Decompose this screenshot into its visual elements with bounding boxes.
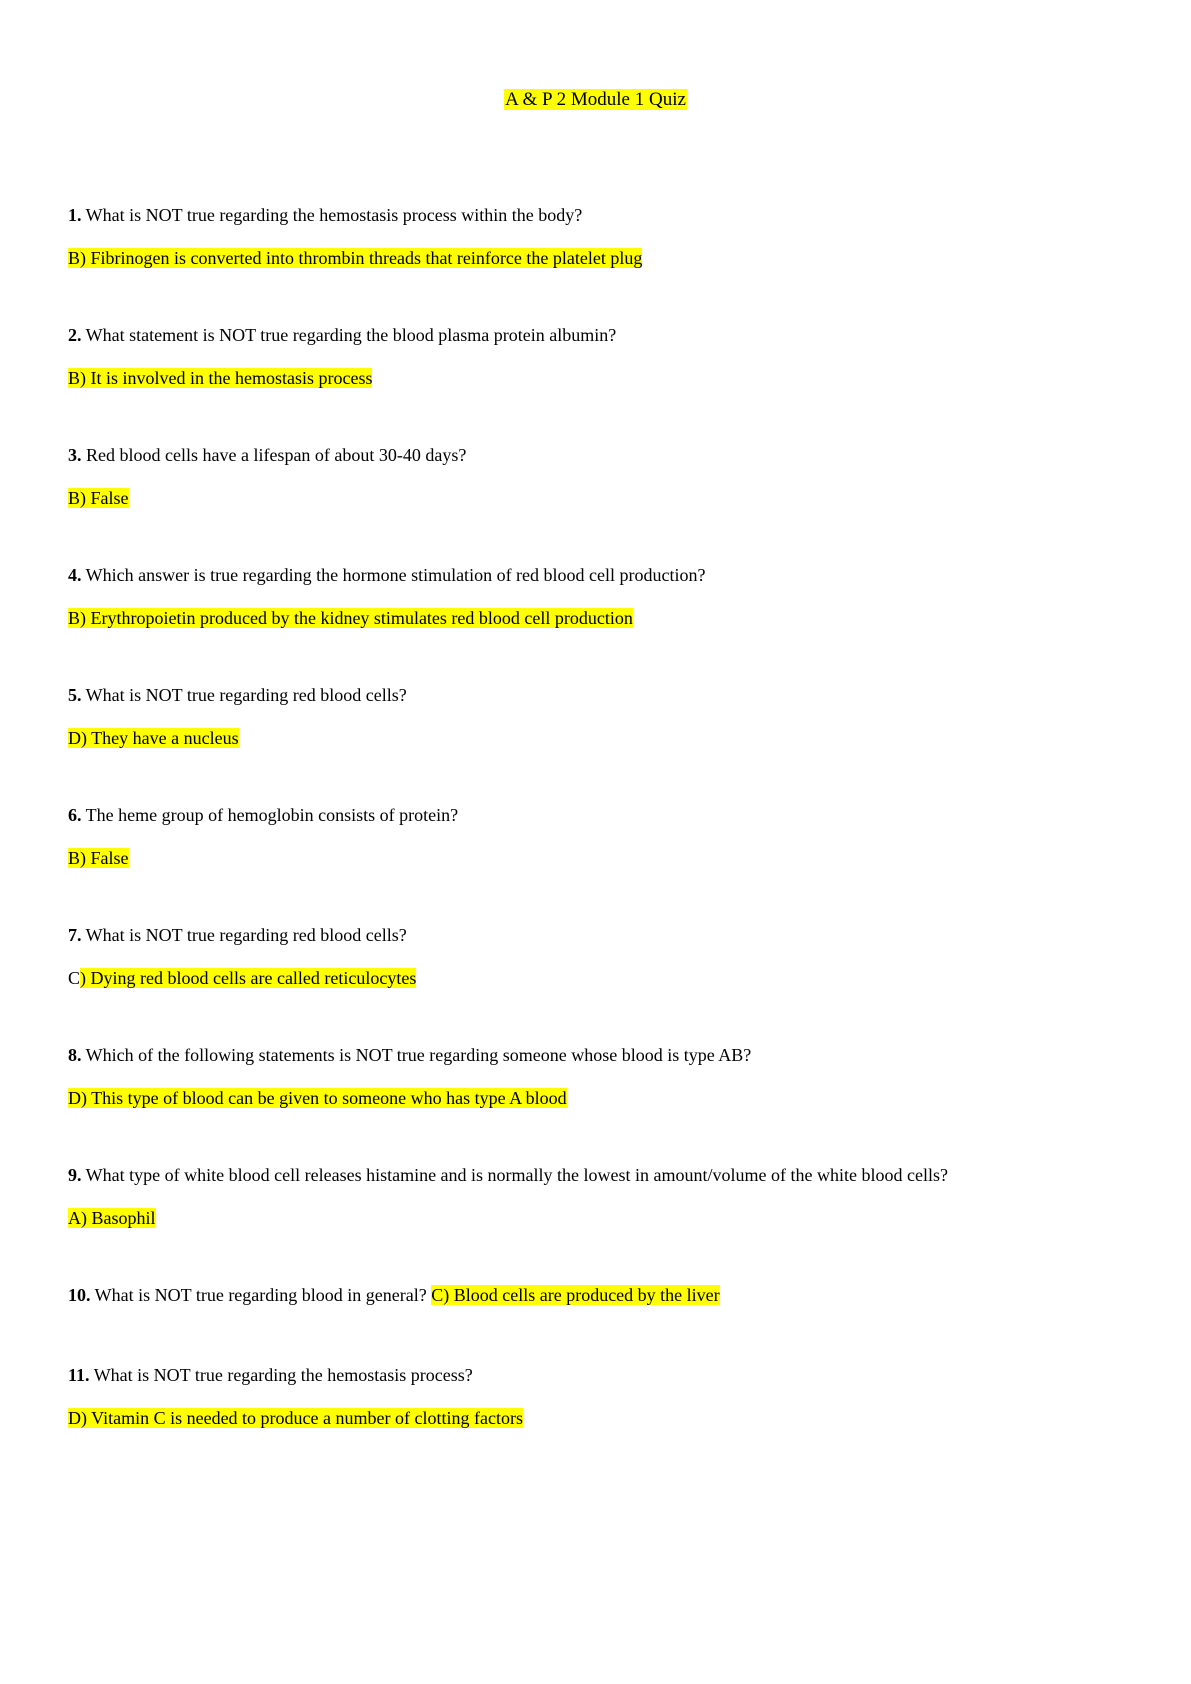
question-text: 6. The heme group of hemoglobin consists… bbox=[68, 803, 1128, 827]
question-2: 2. What statement is NOT true regarding … bbox=[68, 323, 1128, 390]
question-prompt: What is NOT true regarding the hemostasi… bbox=[81, 205, 583, 225]
answer-highlight: C) Blood cells are produced by the liver bbox=[431, 1285, 720, 1305]
question-text: 8. Which of the following statements is … bbox=[68, 1043, 1128, 1067]
question-text: 9. What type of white blood cell release… bbox=[68, 1163, 1128, 1187]
question-prompt: What type of white blood cell releases h… bbox=[81, 1165, 948, 1185]
answer-line: D) They have a nucleus bbox=[68, 726, 1128, 750]
question-number: 1. bbox=[68, 205, 82, 225]
question-1: 1. What is NOT true regarding the hemost… bbox=[68, 203, 1128, 270]
question-prompt: What statement is NOT true regarding the… bbox=[81, 325, 617, 345]
answer-line: D) This type of blood can be given to so… bbox=[68, 1086, 1128, 1110]
question-number: 11. bbox=[68, 1365, 90, 1385]
question-text: 11. What is NOT true regarding the hemos… bbox=[68, 1363, 1128, 1387]
answer-line: B) Erythropoietin produced by the kidney… bbox=[68, 606, 1128, 630]
question-prompt: The heme group of hemoglobin consists of… bbox=[81, 805, 459, 825]
answer-line: B) False bbox=[68, 846, 1128, 870]
answer-highlight: B) Erythropoietin produced by the kidney… bbox=[68, 608, 633, 628]
answer-highlight: B) Fibrinogen is converted into thrombin… bbox=[68, 248, 643, 268]
question-text: 7. What is NOT true regarding red blood … bbox=[68, 923, 1128, 947]
answer-highlight: A) Basophil bbox=[68, 1208, 156, 1228]
document-title: A & P 2 Module 1 Quiz bbox=[504, 89, 687, 110]
question-text: 3. Red blood cells have a lifespan of ab… bbox=[68, 443, 1128, 467]
question-6: 6. The heme group of hemoglobin consists… bbox=[68, 803, 1128, 870]
question-9: 9. What type of white blood cell release… bbox=[68, 1163, 1128, 1230]
question-text: 4. Which answer is true regarding the ho… bbox=[68, 563, 1128, 587]
question-7: 7. What is NOT true regarding red blood … bbox=[68, 923, 1128, 990]
question-text: 5. What is NOT true regarding red blood … bbox=[68, 683, 1128, 707]
question-number: 10. bbox=[68, 1285, 91, 1305]
answer-highlight: B) False bbox=[68, 488, 129, 508]
answer-highlight: D) Vitamin C is needed to produce a numb… bbox=[68, 1408, 523, 1428]
question-number: 2. bbox=[68, 325, 82, 345]
question-text: 1. What is NOT true regarding the hemost… bbox=[68, 203, 1128, 227]
question-number: 9. bbox=[68, 1165, 82, 1185]
answer-highlight: D) This type of blood can be given to so… bbox=[68, 1088, 567, 1108]
question-number: 7. bbox=[68, 925, 82, 945]
question-number: 4. bbox=[68, 565, 82, 585]
question-prompt: What is NOT true regarding the hemostasi… bbox=[89, 1365, 473, 1385]
answer-line: B) It is involved in the hemostasis proc… bbox=[68, 366, 1128, 390]
question-prompt: Which of the following statements is NOT… bbox=[81, 1045, 752, 1065]
question-prompt: What is NOT true regarding red blood cel… bbox=[81, 925, 407, 945]
answer-line: D) Vitamin C is needed to produce a numb… bbox=[68, 1406, 1128, 1430]
answer-line: B) False bbox=[68, 486, 1128, 510]
question-10: 10. What is NOT true regarding blood in … bbox=[68, 1283, 1128, 1307]
question-prompt: Red blood cells have a lifespan of about… bbox=[81, 445, 467, 465]
question-number: 5. bbox=[68, 685, 82, 705]
question-11: 11. What is NOT true regarding the hemos… bbox=[68, 1363, 1128, 1430]
answer-line: A) Basophil bbox=[68, 1206, 1128, 1230]
answer-prefix: C bbox=[68, 968, 81, 988]
question-number: 3. bbox=[68, 445, 82, 465]
question-prompt: Which answer is true regarding the hormo… bbox=[81, 565, 706, 585]
question-text: 2. What statement is NOT true regarding … bbox=[68, 323, 1128, 347]
answer-line: B) Fibrinogen is converted into thrombin… bbox=[68, 246, 1128, 270]
answer-highlight: D) They have a nucleus bbox=[68, 728, 239, 748]
answer-highlight: B) It is involved in the hemostasis proc… bbox=[68, 368, 373, 388]
question-5: 5. What is NOT true regarding red blood … bbox=[68, 683, 1128, 750]
question-number: 6. bbox=[68, 805, 82, 825]
question-4: 4. Which answer is true regarding the ho… bbox=[68, 563, 1128, 630]
answer-highlight: ) Dying red blood cells are called retic… bbox=[80, 968, 417, 988]
question-number: 8. bbox=[68, 1045, 82, 1065]
question-prompt: What is NOT true regarding red blood cel… bbox=[81, 685, 407, 705]
answer-line: C) Dying red blood cells are called reti… bbox=[68, 966, 1128, 990]
title-container: A & P 2 Module 1 Quiz bbox=[0, 88, 1191, 112]
question-3: 3. Red blood cells have a lifespan of ab… bbox=[68, 443, 1128, 510]
answer-highlight: B) False bbox=[68, 848, 129, 868]
question-prompt: What is NOT true regarding blood in gene… bbox=[90, 1285, 432, 1305]
question-text: 10. What is NOT true regarding blood in … bbox=[68, 1283, 1128, 1307]
question-8: 8. Which of the following statements is … bbox=[68, 1043, 1128, 1110]
